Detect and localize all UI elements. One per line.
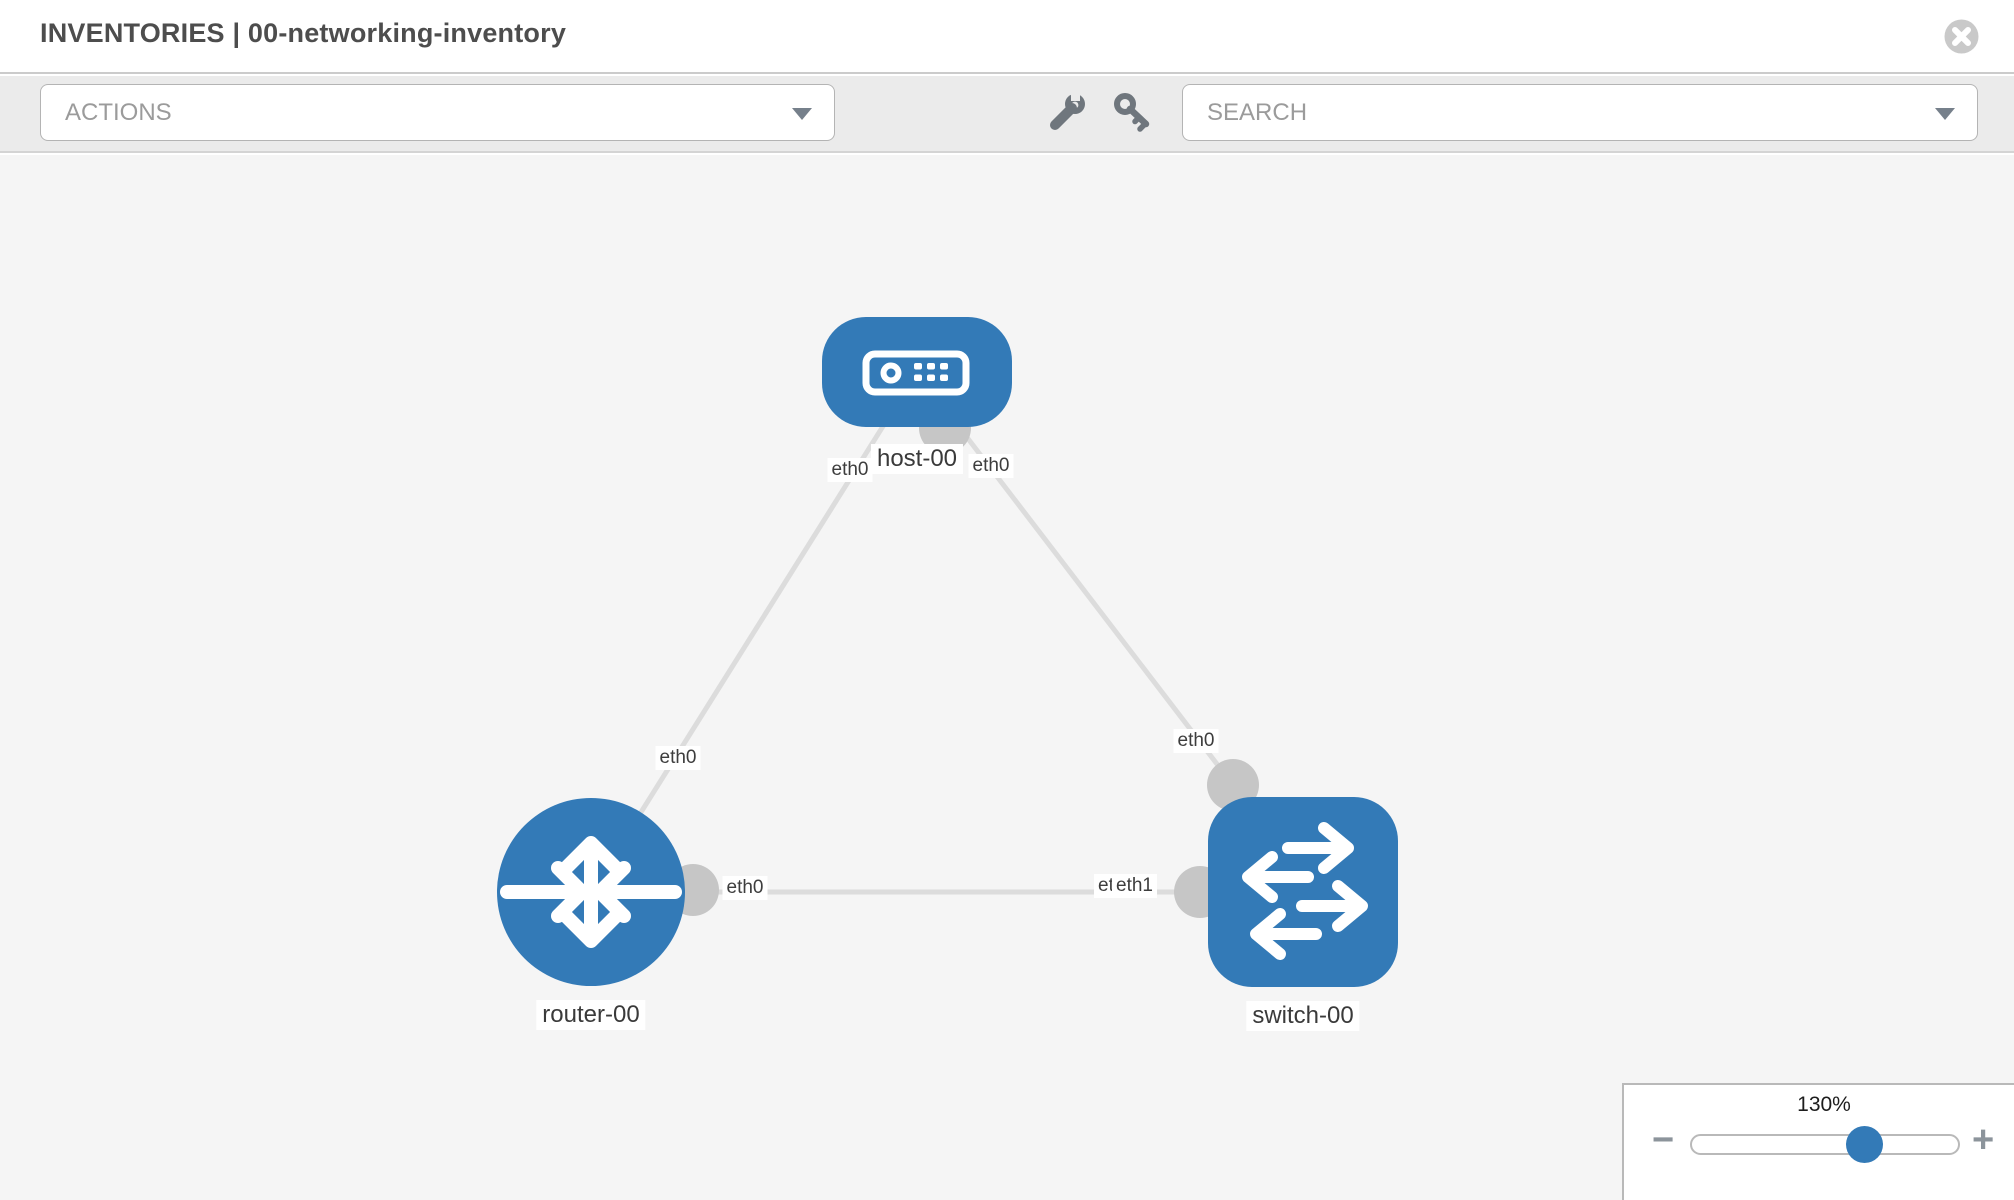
zoom-out-button[interactable]: − <box>1652 1119 1675 1161</box>
close-icon <box>1944 19 1979 54</box>
title-bar: INVENTORIES | 00-networking-inventory <box>0 0 2014 74</box>
zoom-level-value: 130% <box>1797 1093 1851 1116</box>
router-icon <box>500 836 682 948</box>
interface-label-router-eth0-uplink: eth0 <box>655 746 701 770</box>
toolbar: ACTIONS SEARCH <box>0 76 2014 153</box>
interface-label-switch-eth0: eth0 <box>1173 729 1219 753</box>
node-label-switch: switch-00 <box>1246 1001 1360 1031</box>
host-icon <box>862 350 970 396</box>
actions-dropdown[interactable]: ACTIONS <box>40 84 835 141</box>
zoom-control-panel: 130% − + <box>1622 1083 2014 1200</box>
node-switch-00[interactable] <box>1208 797 1398 987</box>
node-router-00[interactable] <box>497 798 685 986</box>
topology-canvas[interactable] <box>0 155 2014 1200</box>
actions-dropdown-label: ACTIONS <box>65 99 172 126</box>
credentials-button[interactable] <box>1112 91 1154 133</box>
search-dropdown[interactable]: SEARCH <box>1182 84 1978 141</box>
link-host-switch[interactable] <box>915 370 1235 787</box>
chevron-down-icon <box>792 108 812 120</box>
interface-label-router-eth0: eth0 <box>722 876 768 900</box>
topology-graph <box>497 317 1398 987</box>
wrench-icon <box>1050 89 1085 130</box>
zoom-slider-track[interactable] <box>1690 1134 1960 1155</box>
configure-button[interactable] <box>1046 89 1088 133</box>
close-button[interactable] <box>1944 19 1979 54</box>
interface-label-switch-eth1: eth1 <box>1112 874 1157 898</box>
zoom-in-button[interactable]: + <box>1972 1119 1995 1161</box>
node-label-host: host-00 <box>870 444 964 474</box>
page-title: INVENTORIES | 00-networking-inventory <box>40 18 567 48</box>
interface-label-host-eth0-left: eth0 <box>827 458 873 482</box>
key-icon <box>1114 93 1150 132</box>
switch-icon <box>1242 822 1368 960</box>
search-placeholder: SEARCH <box>1207 99 1308 126</box>
zoom-slider-thumb[interactable] <box>1846 1126 1883 1163</box>
chevron-down-icon <box>1935 108 1955 120</box>
node-label-router: router-00 <box>536 1000 646 1030</box>
node-host-00[interactable] <box>822 317 1012 427</box>
interface-label-host-eth0-right: eth0 <box>968 454 1014 478</box>
